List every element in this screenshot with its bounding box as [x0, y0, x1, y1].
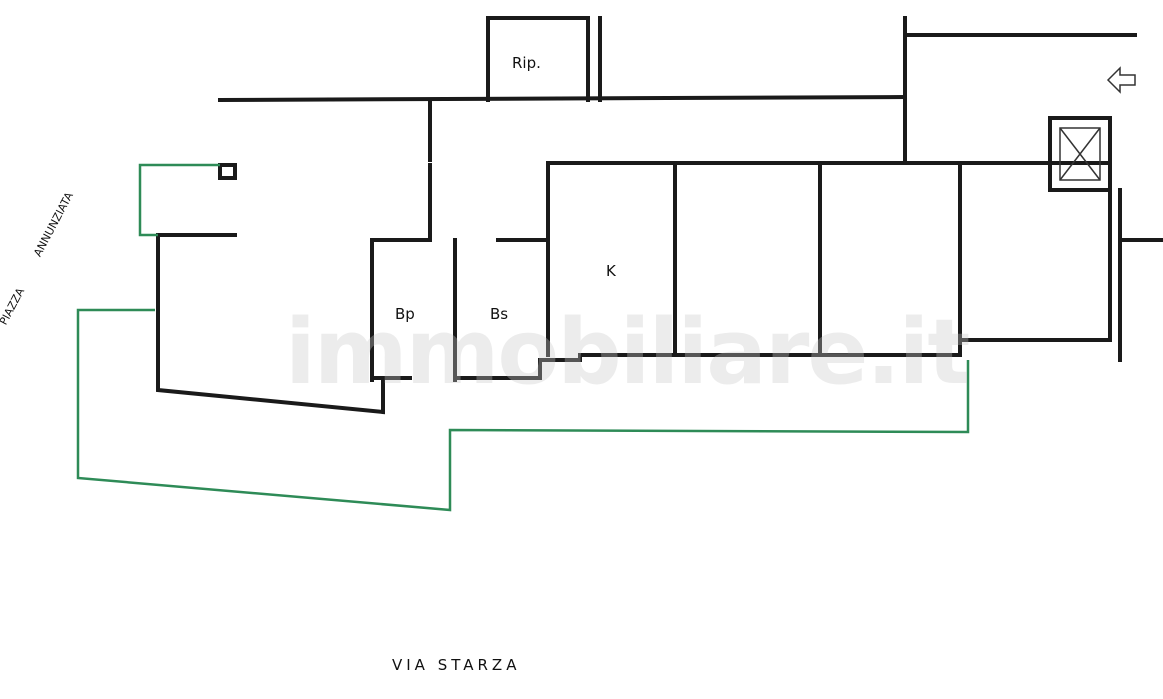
- walls: [156, 16, 1163, 415]
- room-label-bp: Bp: [395, 305, 415, 323]
- property-boundary: [76, 163, 970, 512]
- room-label-k: K: [606, 262, 616, 280]
- room-label-bs: Bs: [490, 305, 509, 323]
- watermark: immobiliare.it: [285, 300, 970, 405]
- street-via-starza: VIA STARZA: [392, 656, 521, 674]
- room-label-rip: Rip.: [512, 54, 541, 72]
- entrance-arrow-icon: [1106, 66, 1136, 94]
